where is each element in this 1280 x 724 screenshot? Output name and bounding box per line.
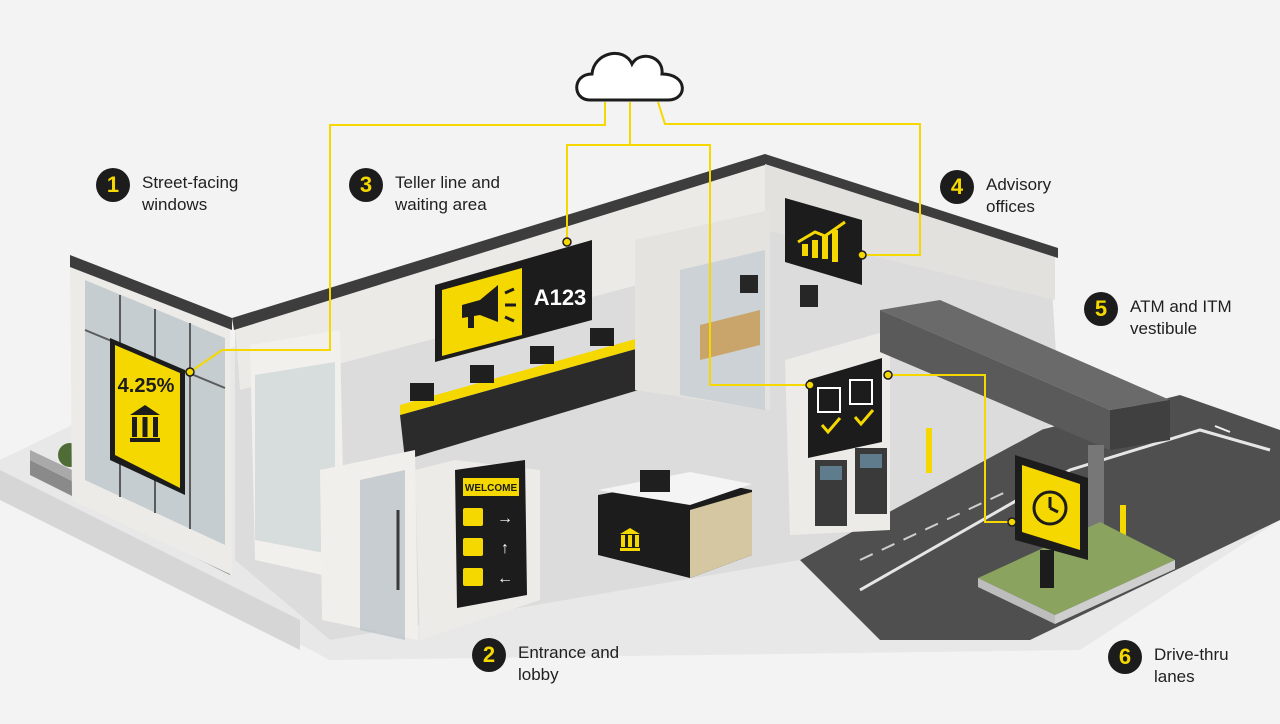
reception-desk: [598, 470, 752, 578]
advisory-office: [635, 210, 818, 410]
callout-teller-line: 3 Teller line and waiting area: [349, 168, 500, 216]
megaphone-icon: [462, 285, 516, 328]
callout-label: Teller line and waiting area: [395, 173, 500, 214]
cloud-icon: [575, 52, 684, 102]
callout-number: 1: [96, 168, 130, 202]
queue-display: A123: [435, 240, 592, 362]
arrow-right-icon: →: [497, 510, 513, 527]
entrance-vestibule: [250, 330, 418, 640]
growth-chart-screen: [785, 198, 862, 285]
card-icon: [463, 538, 483, 556]
person-icon: [463, 508, 483, 526]
rate-sign: 4.25%: [110, 338, 185, 495]
callout-street-facing-windows: 1 Street-facing windows: [96, 168, 239, 216]
teller-counters: [400, 328, 655, 460]
wayfinding-pillar: WELCOME → ↑ ←: [415, 460, 540, 640]
bank-icon: [620, 528, 640, 551]
callout-entrance-and-lobby: 2 Entrance and lobby: [472, 638, 620, 686]
connector-lines: [189, 101, 1012, 523]
callout-drive-thru-lanes: 6 Drive-thru lanes: [1108, 640, 1229, 688]
atm-vestibule: [785, 330, 890, 535]
callout-advisory-offices: 4 Advisory offices: [940, 170, 1052, 218]
clock-sign: [1015, 455, 1088, 588]
callout-label: ATM and ITM vestibule: [1130, 297, 1232, 338]
callout-label: Drive-thru lanes: [1154, 645, 1229, 686]
callout-number: 3: [349, 168, 383, 202]
clock-icon: [1032, 490, 1068, 526]
connector-2: [629, 102, 810, 386]
connector-6: [888, 374, 1012, 523]
callout-label: Advisory offices: [986, 175, 1052, 216]
connector-dots: [185, 237, 1017, 527]
queue-ticket-text: A123: [534, 285, 587, 310]
drive-thru-island: [978, 522, 1175, 624]
arrow-left-icon: ←: [497, 570, 513, 587]
right-wall: [765, 154, 1058, 300]
coffee-icon: [463, 568, 483, 586]
connector-1: [189, 102, 606, 373]
callout-atm-itm-vestibule: 5 ATM and ITM vestibule: [1084, 292, 1232, 340]
growth-chart-icon: [797, 220, 846, 262]
connector-4: [657, 101, 921, 256]
callout-label: Street-facing windows: [142, 173, 239, 214]
callout-number: 6: [1108, 640, 1142, 674]
callout-label: Entrance and lobby: [518, 643, 620, 684]
arrow-up-icon: ↑: [501, 540, 509, 557]
drive-thru-canopy: [880, 300, 1170, 555]
callout-number: 5: [1084, 292, 1118, 326]
callout-number: 4: [940, 170, 974, 204]
wayfinding-title: WELCOME: [465, 483, 518, 494]
atm-check-icon: [817, 379, 875, 435]
callout-number: 2: [472, 638, 506, 672]
bank-icon: [130, 405, 160, 442]
rate-text: 4.25%: [118, 375, 175, 397]
